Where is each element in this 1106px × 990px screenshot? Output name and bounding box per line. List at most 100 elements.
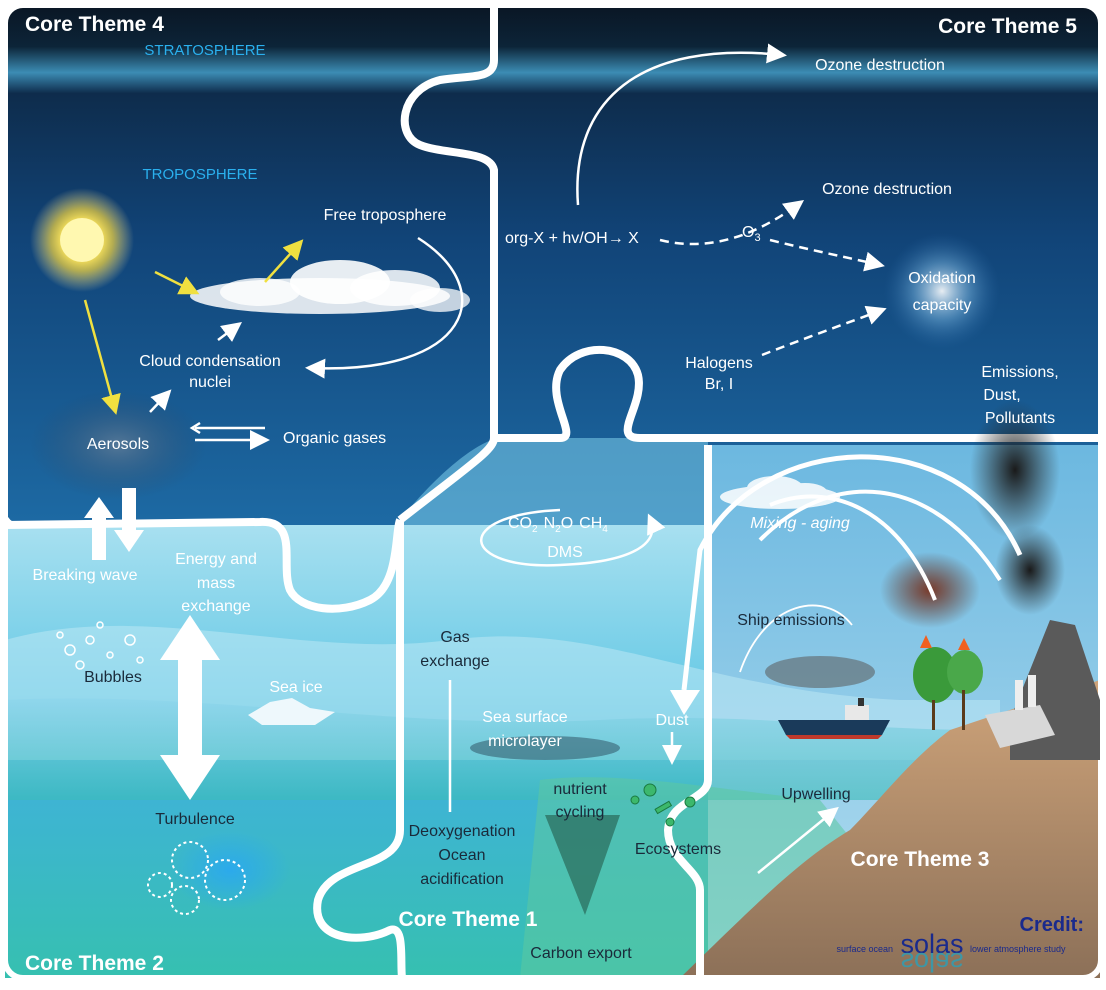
turbulence-glow [170, 830, 290, 910]
coastal-land [680, 680, 1100, 978]
halogens-arrow [761, 305, 887, 357]
microlayer-label-2: microlayer [488, 733, 562, 750]
nutrient-label-2: cycling [556, 804, 605, 821]
emissions-label-1: Emissions, [981, 364, 1058, 381]
microlayer-label-1: Sea surface [482, 709, 567, 726]
ccn-label-2: nuclei [189, 374, 231, 391]
emission-arrow-head [670, 690, 700, 715]
turbulence-label: Turbulence [155, 811, 235, 828]
carbon-export-label: Carbon export [530, 945, 632, 962]
to-oxidation-arrow [769, 238, 885, 272]
credit-label: Credit: [1020, 914, 1084, 936]
sea-ice-icon [248, 698, 335, 725]
deoxy-label-1: Deoxygenation [409, 823, 516, 840]
to-ozone-top-arrow [576, 43, 787, 206]
bubbles-icon [56, 621, 144, 670]
dms-label: DMS [547, 544, 583, 561]
ccn-to-cloud-arrow [217, 322, 242, 342]
gas-exchange-label-2: exchange [420, 653, 489, 670]
energy-label-2: mass [197, 575, 235, 592]
divider-t5-bottom [494, 345, 1100, 442]
theme-3-title: Core Theme 3 [851, 848, 990, 871]
puzzle-dividers [4, 5, 1100, 979]
divider-t4-t2 [4, 517, 404, 613]
to-ozone-mid-arrow [659, 200, 805, 246]
bubbles-label: Bubbles [84, 669, 142, 686]
deoxy-label-2: Ocean [438, 847, 485, 864]
upwelling-label: Upwelling [781, 786, 850, 803]
ccn-label-1: Cloud condensation [139, 353, 280, 370]
emissions-arc-1 [681, 454, 1023, 691]
thick-arrows [84, 488, 700, 800]
ship-emissions-label: Ship emissions [737, 612, 845, 629]
cloud-icon [190, 260, 470, 314]
theme-2-title: Core Theme 2 [25, 952, 164, 975]
aerosols-label: Aerosols [87, 436, 149, 453]
divider-t4-t5 [397, 5, 498, 524]
halogens-label-1: Halogens [685, 355, 753, 372]
emissions-arc-2 [758, 489, 1002, 582]
gas-cycle-arrow [480, 508, 666, 567]
aerosols-cloud [30, 390, 206, 500]
organic-gases-label: Organic gases [283, 430, 386, 447]
ecosystems-label: Ecosystems [635, 841, 721, 858]
mixing-aging-label: Mixing - aging [750, 515, 850, 532]
halogens-label-2: Br, I [705, 376, 733, 393]
divider-t2-t1 [313, 520, 406, 979]
aerosol-to-ccn-arrow [149, 389, 172, 413]
emissions-arc-3 [769, 494, 937, 601]
oxidation-label-2: capacity [913, 297, 972, 314]
volcano-smoke [970, 400, 1060, 540]
ozone-destruction-top-label: Ozone destruction [815, 57, 945, 74]
theme-5-title: Core Theme 5 [938, 15, 1077, 38]
microlayer-slick [470, 736, 620, 760]
dust-label: Dust [656, 712, 689, 729]
nutrient-label-1: nutrient [553, 781, 607, 798]
oxidation-glow [884, 233, 1000, 349]
troposphere-label: TROPOSPHERE [142, 166, 257, 183]
emissions-label-2: Dust, [983, 387, 1020, 404]
reaction-label: org-X + hv/OH→ X [505, 230, 639, 247]
cloud-to-free-arrow [264, 239, 304, 283]
credit-left-text: surface ocean [836, 944, 893, 954]
energy-label-1: Energy and [175, 551, 257, 568]
trees-icon [913, 635, 983, 730]
up-arrow [84, 497, 114, 560]
theme-1-title: Core Theme 1 [399, 908, 538, 931]
credit-right-text: lower atmosphere study [970, 944, 1066, 954]
theme-4-title: Core Theme 4 [25, 13, 164, 36]
ship-smoke [765, 656, 875, 688]
ship-icon [778, 698, 890, 739]
oxidation-label-1: Oxidation [908, 270, 976, 287]
volcano-smoke-lower [995, 525, 1065, 615]
solas-logo: solas [900, 929, 963, 959]
free-troposphere-label: Free troposphere [324, 207, 447, 224]
deoxy-label-3: acidification [420, 871, 504, 888]
vertical-double-arrow [160, 615, 220, 800]
sun-to-aerosol-arrow [83, 299, 121, 415]
stratosphere-label: STRATOSPHERE [144, 42, 265, 59]
sun-to-cloud-arrow [154, 270, 200, 295]
solas-logo-reflection: solas [900, 947, 963, 977]
energy-label-3: exchange [181, 598, 250, 615]
sun-core [60, 218, 104, 262]
plankton-icon [630, 783, 696, 827]
breaking-wave-label: Breaking wave [33, 567, 138, 584]
gas-exchange-label-1: Gas [440, 629, 469, 646]
arrows [83, 43, 1023, 874]
factory-icon [985, 675, 1055, 748]
down-arrow [114, 488, 144, 552]
ozone-destruction-mid-label: Ozone destruction [822, 181, 952, 198]
emissions-label-3: Pollutants [985, 410, 1055, 427]
upwelling-arrow [757, 806, 839, 874]
sky-background [5, 5, 1101, 525]
divider-t1-t3 [664, 445, 712, 978]
o3-label: O3 [742, 224, 761, 244]
turbulence-icon [147, 841, 246, 915]
sea-ice-label: Sea ice [269, 679, 322, 696]
carbon-export-funnel [545, 815, 620, 915]
